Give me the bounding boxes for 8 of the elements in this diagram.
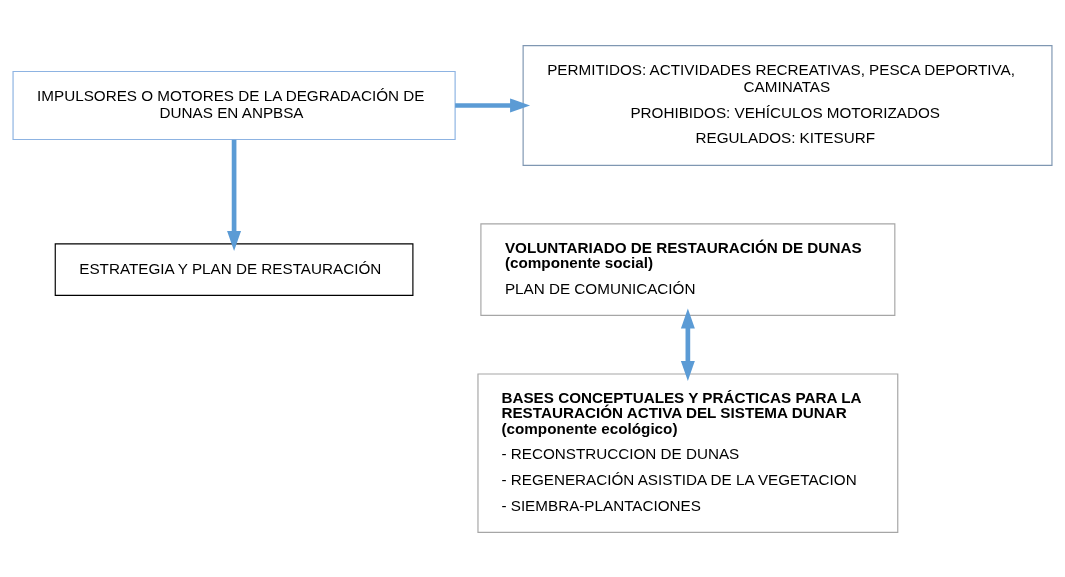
node-box: VOLUNTARIADO DE RESTAURACIÓN DE DUNAS (componente social) PLAN DE COMUNICACIÓN — [480, 222, 896, 316]
arrow — [680, 308, 695, 381]
arrow — [455, 98, 531, 112]
node-box: ESTRATEGIA Y PLAN DE RESTAURACIÓN — [54, 242, 414, 296]
arrow — [227, 139, 242, 251]
node-box: IMPULSORES O MOTORES DE LA DEGRADACIÓN DE DUNAS EN ANPBSA — [12, 70, 456, 140]
node-box: BASES CONCEPTUALES Y PRÁCTICAS PARA LA RESTAURACIÓN ACTIVA DEL SISTEMA DUNAR (componente ecológico) - RECONSTRUCCION DE DUNAS - REGENERACIÓN ASISTIDA DE LA VEGETACION - SIEMBRA-PLANTACIONES — [477, 372, 899, 533]
node-box: PERMITIDOS: ACTIVIDADES RECREATIVAS, PESCA DEPORTIVA, CAMINATAS PROHIBIDOS: VEHÍCULOS MOTORIZADOS REGULADOS: KITESURF — [522, 44, 1053, 166]
